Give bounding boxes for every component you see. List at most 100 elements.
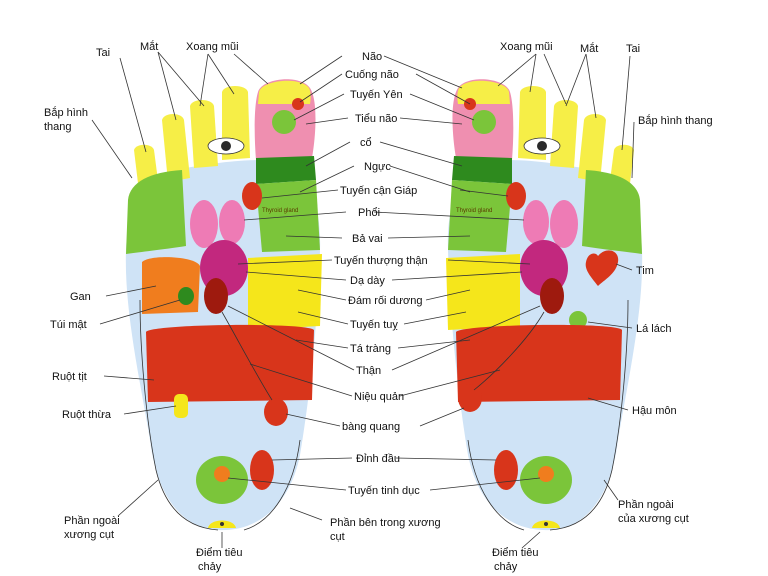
label-phan-ngoai-left-2: xương cụt [64,529,114,541]
right-neck-zone [452,156,512,184]
right-intestines [456,324,622,402]
lead-damroi-l [297,289,347,301]
center-label-16: bàng quang [342,421,400,433]
center-label-10: Dạ dày [350,275,385,287]
right-foot: Thyroid gland [446,79,643,531]
center-label-5: Ngực [364,161,391,173]
lead-mat-l2 [157,51,205,107]
lead-bavai-r [387,235,471,239]
label-phan-ngoai-right-1: Phần ngoài [618,499,674,511]
lead-mat-r2 [565,53,587,107]
lead-xoang-l1 [207,53,235,95]
right-thyroid-zone [448,180,512,252]
lead-bangquang-l [285,413,341,427]
left-pituitary [272,110,296,134]
left-bladder [264,398,288,426]
lead-xoang-l2 [199,53,209,107]
lead-tieunao-r [399,117,463,125]
left-brainstem [292,98,304,110]
left-eye-pupil [221,141,231,151]
left-label-group: Tai Mắt Xoang mũi Bắp hình thang Gan Túi… [44,40,242,573]
label-diem-tieu-right-1: Điểm tiêu [492,547,538,559]
lead-co-r [379,141,463,167]
right-pancreas-zone [446,254,520,330]
lead-tinhduc-r [429,477,541,491]
left-toe-4 [162,114,190,182]
label-hau-mon: Hậu môn [632,405,677,417]
left-parathyroid [242,182,262,210]
right-heart [585,250,619,286]
right-lung-a [550,200,578,248]
label-diem-tieu-right-2: chảy [494,561,518,573]
lead-bap-r [631,121,635,179]
label-ruot-tit: Ruột tịt [52,371,87,383]
center-label-6: Tuyến cận Giáp [340,185,417,197]
lead-phanngoai-l [117,479,159,517]
lead-tinhduc-l [227,477,347,491]
lead-damroi-r [425,289,471,301]
lead-tatrang-l [295,339,349,349]
left-liver [142,257,200,314]
label-bap-hinh-thang-left-1: Bắp hình [44,106,88,119]
lead-bap-l [91,119,133,179]
lead-tai-r [621,55,631,151]
center-label-2: Tuyến Yên [350,89,403,101]
lead-tuyentuy-r [403,311,467,325]
right-outline-outer [549,299,629,531]
lead-nguc-l [299,165,355,193]
lead-nao-l [299,55,343,85]
lead-xoang-r1 [497,53,537,87]
lead-tai-l [119,57,147,153]
center-label-4: cổ [360,137,372,149]
right-heel-spot [538,466,554,482]
center-label-9: Tuyến thượng thận [334,255,428,267]
lead-phanngoai-r [603,479,619,501]
left-foot: Thyroid gland [125,79,322,531]
label-ruot-thua: Ruột thừa [62,409,112,421]
lead-tuyenyen-r [409,93,475,121]
lead-thuongthan-l [237,259,333,265]
lead-ruottit [103,375,155,381]
left-trapezius-zone [126,170,186,254]
lead-cangiap-l [261,189,339,199]
center-label-17: Đỉnh đầu [356,453,400,465]
left-heel-spot [214,466,230,482]
lead-bentrong-l [289,507,323,521]
center-label-19: Phần bên trong xương [330,517,441,529]
right-label-group: Xoang mũi Mắt Tai Bắp hình thang Tim Lá … [492,41,713,573]
left-neck-zone [256,156,316,184]
label-tim: Tim [636,265,654,277]
left-outline-outer [139,299,219,531]
left-pancreas-zone [248,254,322,330]
lead-ruotthua [123,405,177,415]
right-tail-dot [544,522,548,526]
label-tai-right: Tai [626,43,640,55]
label-tai-left: Tai [96,47,110,59]
lead-xoang-l3 [233,53,269,85]
lead-nguc-r [389,165,471,193]
lead-tieunao-l [305,117,349,125]
lead-tim [615,263,633,271]
lead-tuimat [99,299,181,325]
lead-lalach [587,321,633,329]
center-label-0: Não [362,51,382,63]
lead-bangquang-r [419,407,465,427]
left-ureter [221,311,273,401]
left-kidney [204,278,228,314]
center-label-8: Bả vai [352,233,383,245]
left-gallbladder [178,287,194,305]
lead-cangiap-r [459,189,509,197]
right-toe-4 [578,114,606,182]
lead-than-l [227,305,355,371]
right-spleen [569,311,587,329]
right-thyroid-text: Thyroid gland [456,208,492,214]
lead-cuongnao-l [299,73,343,103]
lead-xoang-r2 [529,53,537,93]
lead-nieuquan-l [249,363,353,397]
label-gan: Gan [70,291,91,303]
lead-mat-l1 [157,51,177,121]
right-pituitary [472,110,496,134]
center-label-18: Tuyến tinh dục [348,485,420,497]
